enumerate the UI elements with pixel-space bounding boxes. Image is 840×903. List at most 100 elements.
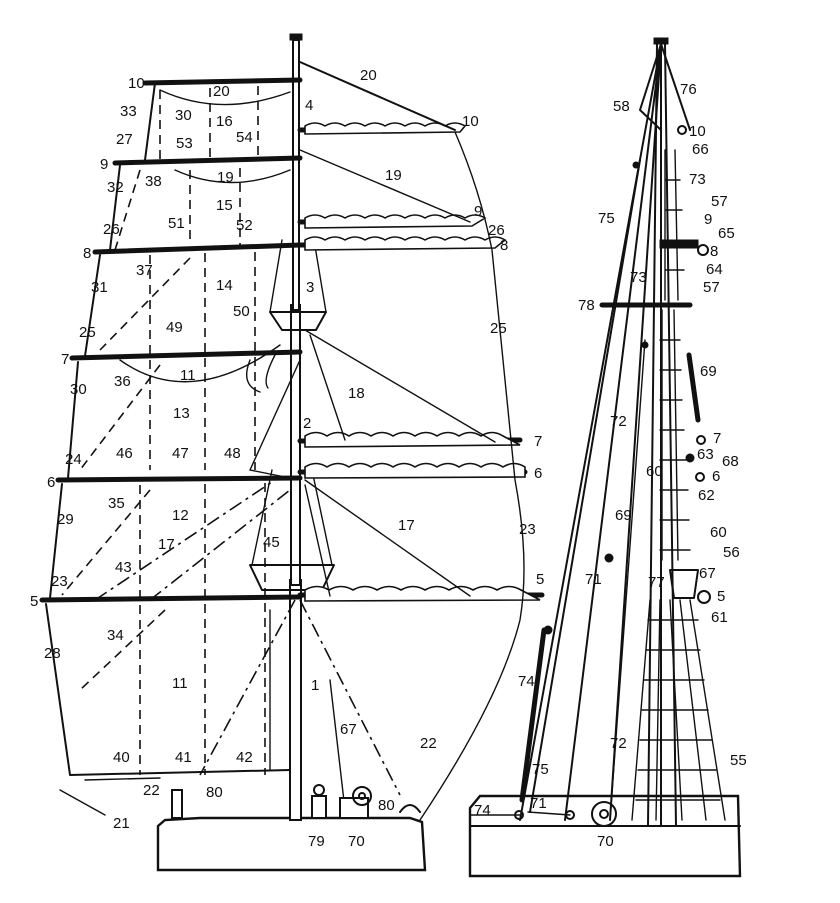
callout-label: 62 [698, 487, 715, 504]
callout-label: 75 [598, 210, 615, 227]
futtock-shrouds [251, 469, 333, 566]
callout-label: 7 [713, 430, 721, 447]
callout-label: 72 [610, 413, 627, 430]
callout-label: 52 [236, 217, 253, 234]
callout-label: 58 [613, 98, 630, 115]
backstay-72 [609, 339, 646, 821]
callout-label: 51 [168, 215, 185, 232]
course-clewline [304, 484, 331, 597]
royal-stay [299, 61, 456, 131]
callout-label: 11 [172, 675, 188, 692]
callout-label: 8 [83, 245, 91, 262]
callout-label: 63 [697, 446, 714, 463]
eyebolt-74 [514, 810, 524, 820]
callout-label: 10 [462, 113, 479, 130]
callout-label: 67 [699, 565, 716, 582]
ratlines [631, 149, 726, 821]
callout-label: 78 [578, 297, 595, 314]
callout-label: 71 [530, 795, 547, 812]
deck-leads-front [469, 811, 571, 816]
callout-label: 61 [711, 609, 728, 626]
callout-label: 8 [500, 237, 508, 254]
topmast [290, 304, 301, 586]
callout-label: 73 [630, 269, 647, 286]
callout-label: 66 [692, 141, 709, 158]
fairlead [399, 804, 421, 813]
front-mast-outline [647, 43, 677, 827]
topsail-brace [304, 329, 496, 443]
callout-label: 46 [116, 445, 133, 462]
front-view [468, 37, 742, 878]
callout-label: 24 [65, 451, 82, 468]
tacks-sheets [59, 777, 161, 816]
callout-label: 76 [680, 81, 697, 98]
callout-label: 80 [378, 797, 395, 814]
deadeye-75 [632, 161, 640, 169]
furled-topgallant [304, 214, 487, 229]
callout-label: 60 [710, 524, 727, 541]
main-yard [39, 594, 303, 603]
course-clewlines [94, 479, 291, 601]
topgallant-yard [112, 155, 303, 166]
callout-label: 3 [306, 279, 314, 296]
top-shrouds [269, 239, 327, 313]
halyard-69 [686, 352, 701, 423]
callout-label: 53 [176, 135, 193, 152]
callout-label: 26 [103, 221, 120, 238]
callout-label: 50 [233, 303, 250, 320]
topgallant-buntlines [189, 168, 241, 245]
callout-label: 57 [711, 193, 728, 210]
callout-label: 47 [172, 445, 189, 462]
callout-label: 71 [585, 571, 602, 588]
callout-label: 23 [519, 521, 536, 538]
callout-label: 32 [107, 179, 124, 196]
callout-label: 77 [648, 574, 665, 591]
callout-label: 10 [128, 75, 145, 92]
leechlines [61, 169, 191, 691]
upper-course-yard [55, 475, 303, 483]
deadeye-71 [604, 553, 614, 563]
callout-label: 29 [57, 511, 74, 528]
royal-foot [159, 89, 291, 106]
callout-label: 72 [610, 735, 627, 752]
topsail-clewline [309, 334, 346, 441]
callout-label: 67 [340, 721, 357, 738]
callout-label: 26 [488, 222, 505, 239]
upper-topsail-yard [92, 242, 303, 255]
callout-label: 45 [263, 534, 280, 551]
callout-label: 54 [236, 129, 253, 146]
callout-label: 1 [311, 677, 319, 694]
callout-label: 5 [30, 593, 38, 610]
callout-label: 10 [689, 123, 706, 140]
callout-label: 7 [534, 433, 542, 450]
callout-label: 68 [722, 453, 739, 470]
callout-label: 36 [114, 373, 131, 390]
windlass [339, 786, 372, 819]
front-windlass [591, 801, 617, 827]
block-6 [695, 472, 705, 482]
block-63 [685, 453, 695, 463]
callout-label: 20 [360, 67, 377, 84]
callout-label: 56 [723, 544, 740, 561]
callout-label: 21 [113, 815, 130, 832]
deck-leads [269, 609, 346, 811]
callout-label: 69 [700, 363, 717, 380]
hull-deck [156, 816, 427, 872]
lower-halyard [248, 359, 301, 479]
topsail-buntlines [149, 252, 256, 470]
course-sheets [199, 599, 401, 796]
callout-label: 4 [305, 97, 313, 114]
callout-label: 19 [217, 169, 234, 186]
topgallant-stay [299, 149, 471, 223]
callout-label: 43 [115, 559, 132, 576]
block-10 [677, 125, 687, 135]
furled-lower-topsail [304, 431, 521, 448]
callout-label: 25 [79, 324, 96, 341]
callout-label: 15 [216, 197, 233, 214]
topgallant-foot [174, 169, 291, 184]
callout-label: 22 [420, 735, 437, 752]
furled-course [304, 585, 541, 602]
furled-upper-topsail [304, 236, 507, 251]
callout-label: 17 [398, 517, 415, 534]
